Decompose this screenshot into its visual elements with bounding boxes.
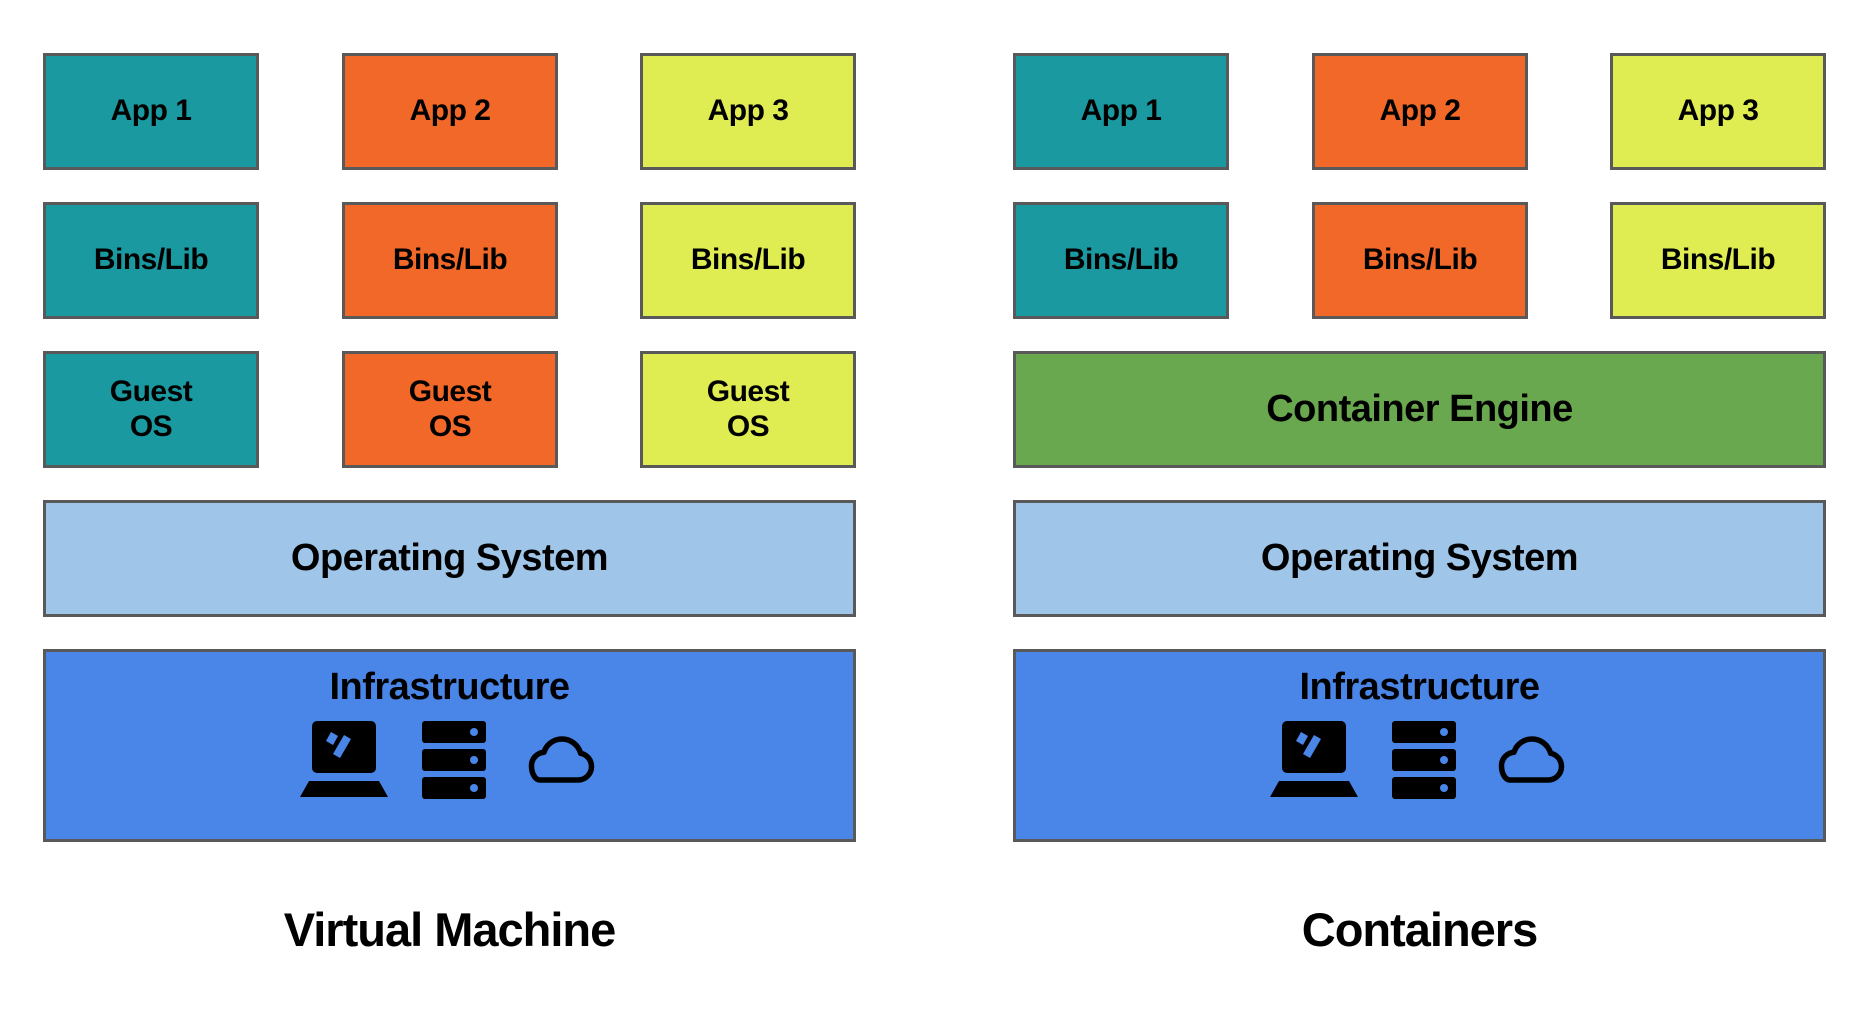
- bins-lib-box: Bins/Lib: [43, 202, 259, 319]
- bins-lib-label: Bins/Lib: [93, 243, 209, 277]
- operating-system-bar: Operating System: [1013, 500, 1826, 617]
- bins-lib-label: Bins/Lib: [1660, 243, 1776, 277]
- infrastructure-label: Infrastructure: [329, 666, 570, 708]
- guest-os-box: Guest OS: [342, 351, 558, 468]
- server-icon: [421, 721, 486, 799]
- guest-os-box: Guest OS: [640, 351, 856, 468]
- operating-system-bar: Operating System: [43, 500, 856, 617]
- container-engine-label: Container Engine: [1266, 388, 1573, 430]
- cloud-icon: [1498, 736, 1564, 783]
- guest-os-label: Guest OS: [408, 375, 492, 443]
- app-box: App 2: [342, 53, 558, 170]
- infrastructure-icons: [1269, 721, 1570, 799]
- bins-lib-box: Bins/Lib: [1312, 202, 1528, 319]
- guest-os-label: Guest OS: [109, 375, 193, 443]
- bins-lib-box: Bins/Lib: [1610, 202, 1826, 319]
- cloud-icon: [528, 736, 594, 783]
- app-box-label: App 1: [1080, 94, 1162, 128]
- app-box-label: App 3: [707, 94, 789, 128]
- infrastructure-bar: Infrastructure: [43, 649, 856, 842]
- bins-lib-label: Bins/Lib: [690, 243, 806, 277]
- operating-system-label: Operating System: [1260, 537, 1579, 579]
- bins-lib-box: Bins/Lib: [1013, 202, 1229, 319]
- app-box-label: App 3: [1677, 94, 1759, 128]
- laptop-icon: [299, 721, 388, 797]
- bins-lib-box: Bins/Lib: [342, 202, 558, 319]
- infrastructure-label: Infrastructure: [1299, 666, 1540, 708]
- app-box-label: App 2: [1379, 94, 1461, 128]
- infrastructure-bar: Infrastructure: [1013, 649, 1826, 842]
- app-box-label: App 2: [409, 94, 491, 128]
- app-box: App 3: [1610, 53, 1826, 170]
- server-icon: [1391, 721, 1456, 799]
- guest-os-label: Guest OS: [706, 375, 790, 443]
- operating-system-label: Operating System: [290, 537, 609, 579]
- infrastructure-icons: [299, 721, 600, 799]
- app-box: App 2: [1312, 53, 1528, 170]
- panel-title: Containers: [1301, 903, 1539, 956]
- bins-lib-box: Bins/Lib: [640, 202, 856, 319]
- bins-lib-label: Bins/Lib: [1063, 243, 1179, 277]
- app-box: App 1: [43, 53, 259, 170]
- virtual-machine-panel: App 1 App 2 App 3 Bins/Lib Bins/Lib Bins…: [43, 0, 856, 1009]
- bins-lib-label: Bins/Lib: [1362, 243, 1478, 277]
- app-box: App 1: [1013, 53, 1229, 170]
- panel-title: Virtual Machine: [283, 903, 617, 956]
- bins-lib-label: Bins/Lib: [392, 243, 508, 277]
- guest-os-box: Guest OS: [43, 351, 259, 468]
- app-box: App 3: [640, 53, 856, 170]
- laptop-icon: [1269, 721, 1358, 797]
- container-engine-bar: Container Engine: [1013, 351, 1826, 468]
- app-box-label: App 1: [110, 94, 192, 128]
- containers-panel: App 1 App 2 App 3 Bins/Lib Bins/Lib Bins…: [1013, 0, 1826, 1009]
